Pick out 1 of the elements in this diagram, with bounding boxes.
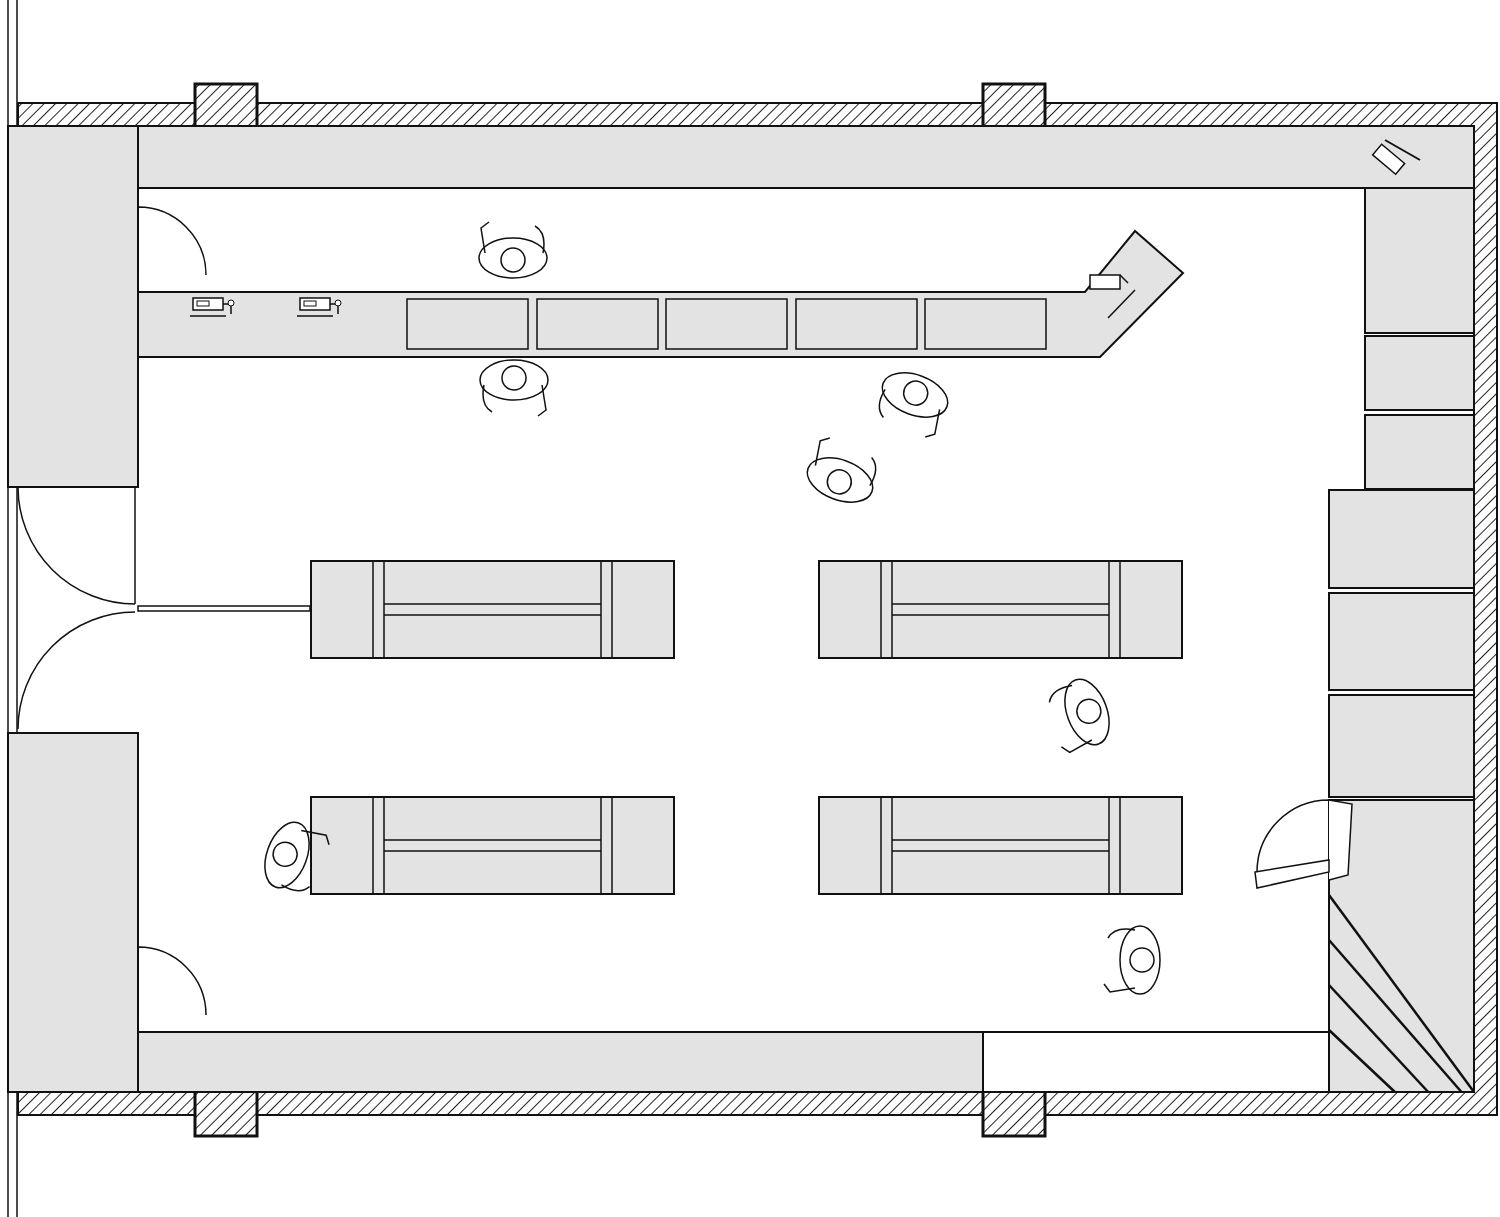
floor-plan-drawing: [7, 0, 1498, 1217]
